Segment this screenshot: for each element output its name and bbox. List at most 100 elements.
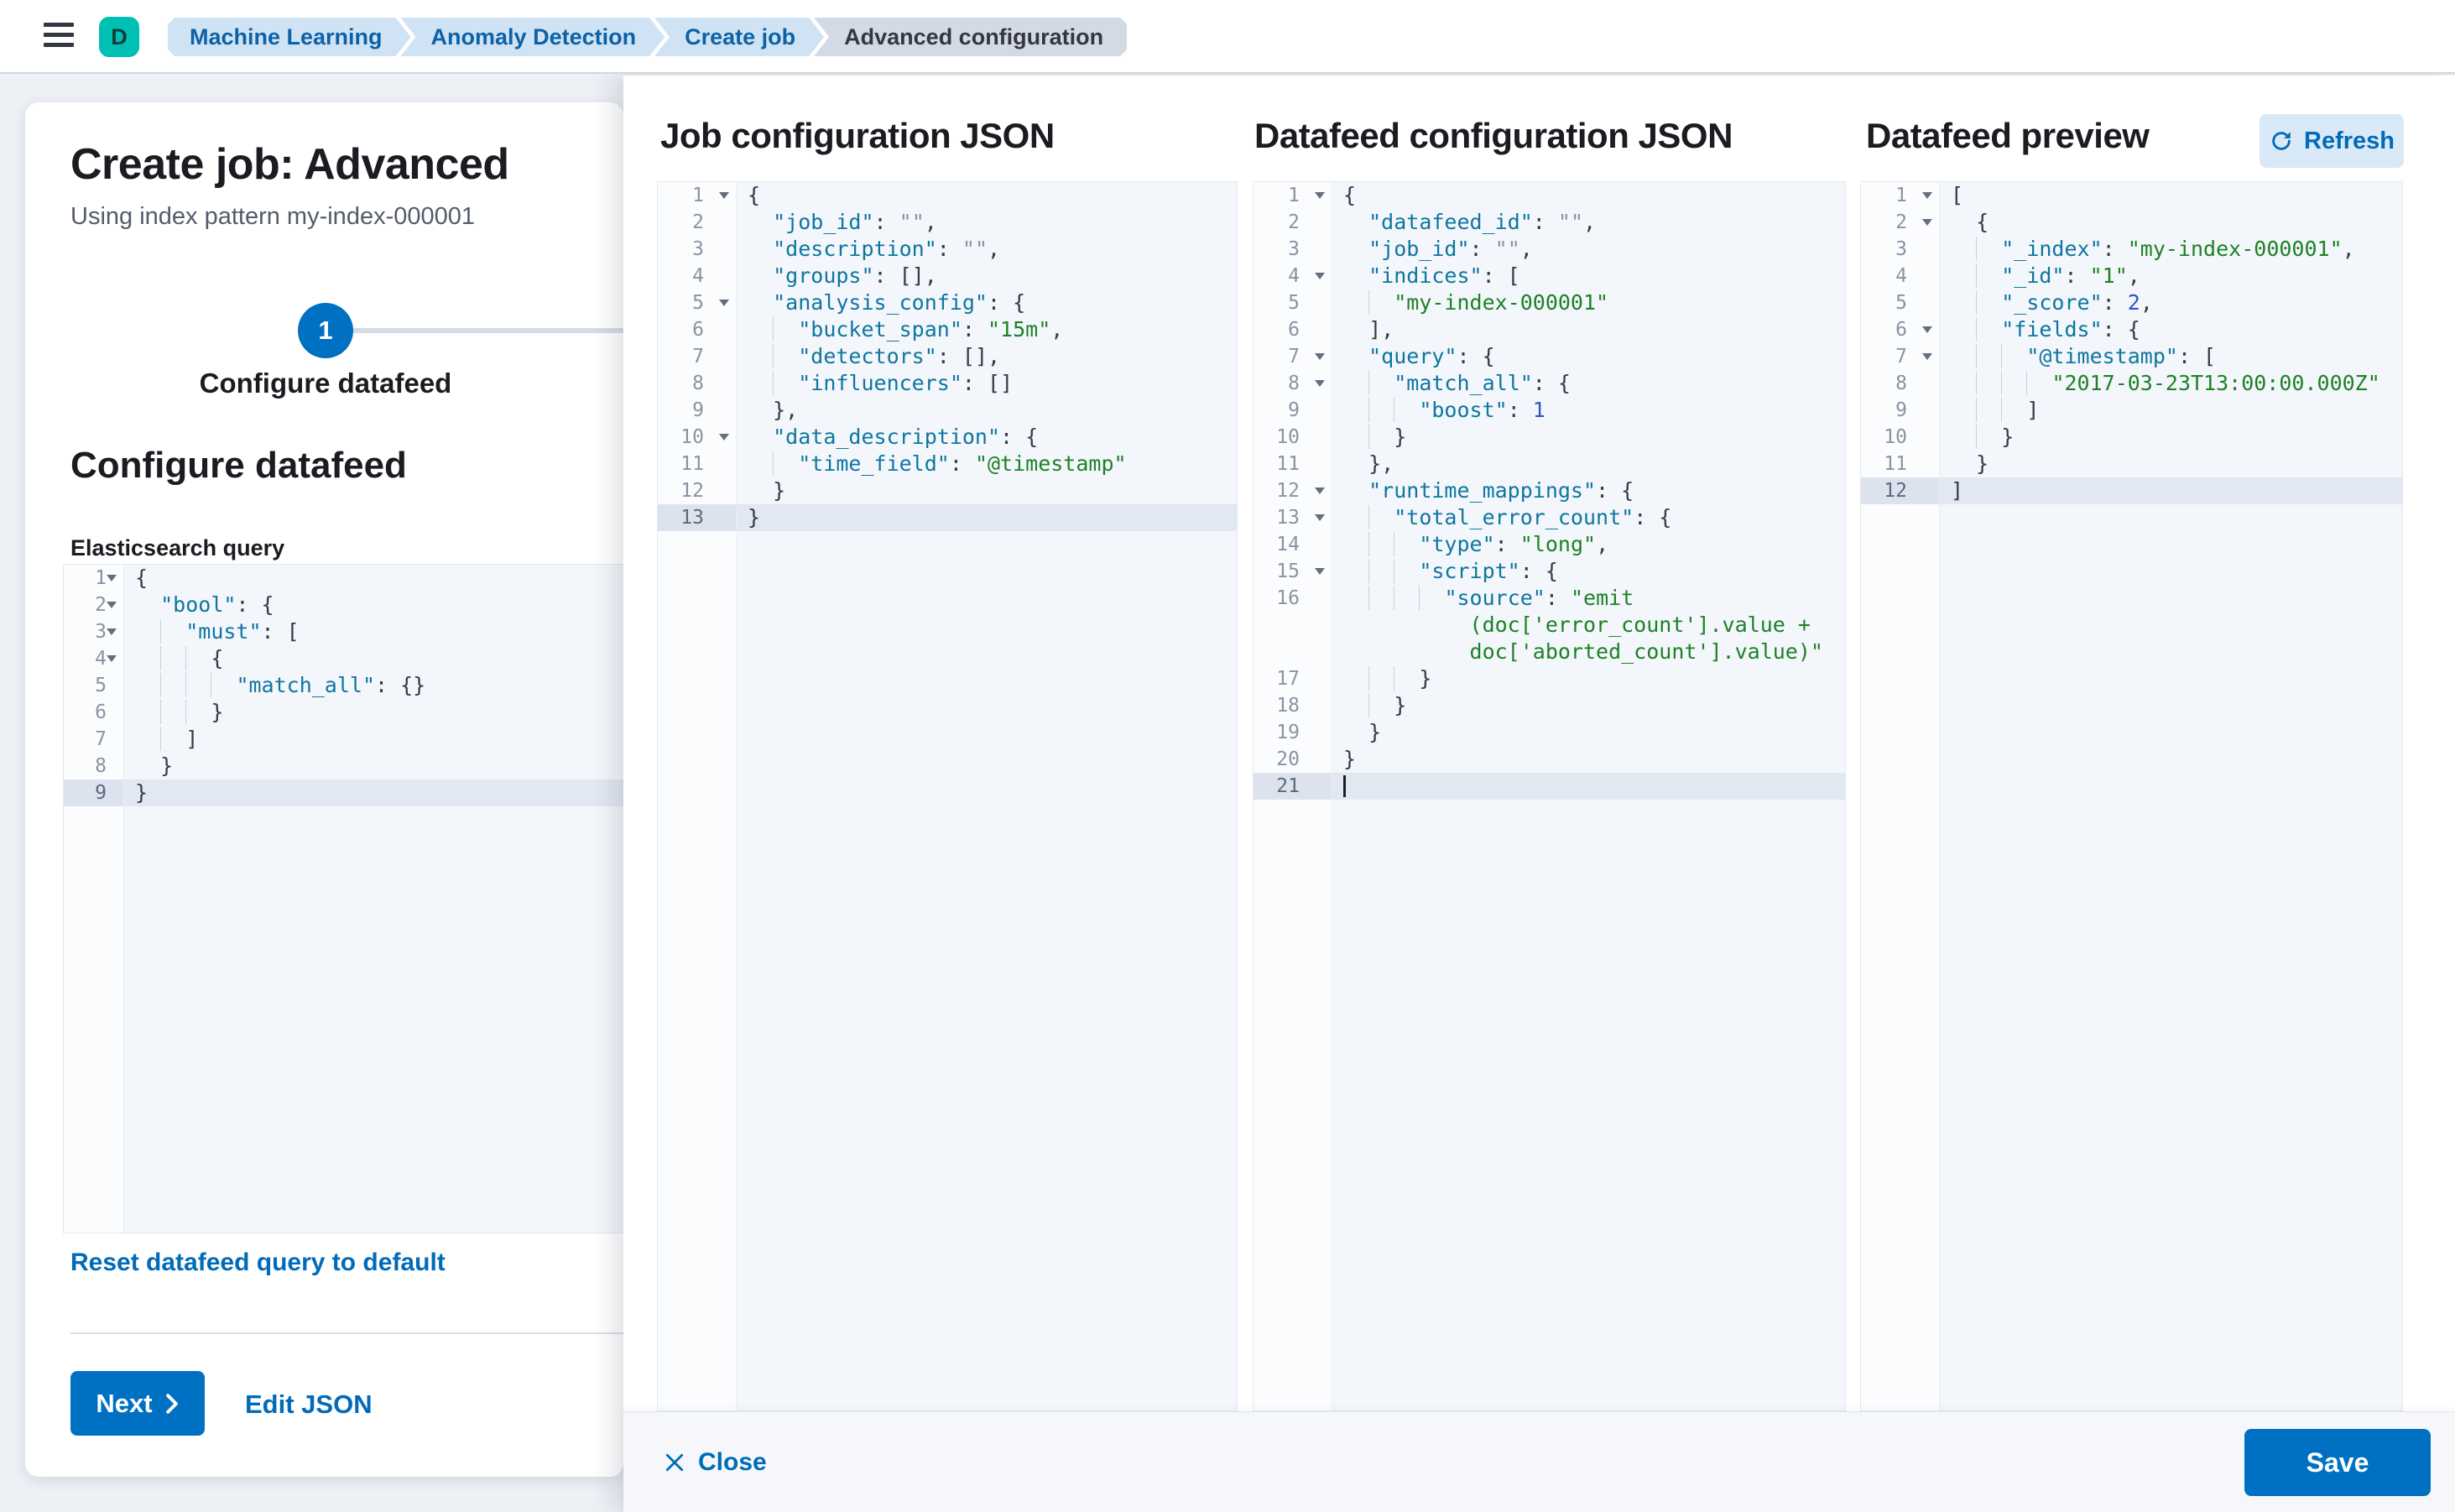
fold-arrow-icon[interactable]: [107, 575, 117, 581]
code-line[interactable]: 9 ]: [1861, 397, 2402, 424]
code-line[interactable]: 5 "match_all": {}: [64, 672, 623, 699]
code-line[interactable]: 13}: [658, 504, 1237, 531]
code-line[interactable]: 5 "_score": 2,: [1861, 289, 2402, 316]
next-button[interactable]: Next: [70, 1371, 205, 1436]
code-line[interactable]: 1{: [64, 565, 623, 592]
code-line[interactable]: 6 "bucket_span": "15m",: [658, 316, 1237, 343]
fold-arrow-icon[interactable]: [1315, 514, 1325, 521]
fold-arrow-icon[interactable]: [107, 602, 117, 608]
fold-arrow-icon[interactable]: [107, 628, 117, 635]
code-line[interactable]: 7 ]: [64, 726, 623, 753]
code-line[interactable]: 2 "bool": {: [64, 592, 623, 618]
fold-arrow-icon[interactable]: [1315, 568, 1325, 575]
breadcrumb-item-anomaly-detection[interactable]: Anomaly Detection: [401, 18, 665, 56]
fold-arrow-icon[interactable]: [1315, 273, 1325, 279]
code-line[interactable]: 10 }: [1861, 424, 2402, 451]
code-line[interactable]: 6 ],: [1254, 316, 1845, 343]
code-line[interactable]: 4 "groups": [],: [658, 263, 1237, 289]
fold-arrow-icon[interactable]: [1922, 326, 1932, 333]
code-line[interactable]: 3 "description": "",: [658, 236, 1237, 263]
code-line[interactable]: 12]: [1861, 477, 2402, 504]
code-line[interactable]: 10 "data_description": {: [658, 424, 1237, 451]
code-line[interactable]: 12 "runtime_mappings": {: [1254, 477, 1845, 504]
fold-arrow-icon[interactable]: [107, 655, 117, 662]
code-line[interactable]: 5 "my-index-000001": [1254, 289, 1845, 316]
breadcrumb-item-machine-learning[interactable]: Machine Learning: [168, 18, 411, 56]
code-line[interactable]: 9}: [64, 779, 623, 806]
elasticsearch-query-label: Elasticsearch query: [70, 535, 285, 560]
fold-arrow-icon[interactable]: [719, 192, 729, 199]
code-line[interactable]: 9 },: [658, 397, 1237, 424]
code-line[interactable]: 21: [1254, 773, 1845, 800]
code-line[interactable]: 9 "boost": 1: [1254, 397, 1845, 424]
job-config-editor[interactable]: 1{2 "job_id": "",3 "description": "",4 "…: [657, 181, 1238, 1411]
fold-arrow-icon[interactable]: [719, 434, 729, 441]
code-line[interactable]: 4 {: [64, 645, 623, 672]
code-line[interactable]: 1{: [658, 182, 1237, 209]
code-line[interactable]: 6 "fields": {: [1861, 316, 2402, 343]
code-line[interactable]: 3 "must": [: [64, 618, 623, 645]
code-line[interactable]: 15 "script": {: [1254, 558, 1845, 585]
code-line[interactable]: 17 }: [1254, 665, 1845, 692]
code-line[interactable]: 2 "job_id": "",: [658, 209, 1237, 236]
editor-empty-area[interactable]: [1254, 800, 1845, 1410]
code-line[interactable]: 1[: [1861, 182, 2402, 209]
hamburger-menu-icon[interactable]: [44, 23, 76, 53]
code-line[interactable]: 13 "total_error_count": {: [1254, 504, 1845, 531]
edit-json-link[interactable]: Edit JSON: [245, 1389, 373, 1419]
editor-empty-area[interactable]: [1861, 504, 2402, 1410]
code-line[interactable]: 3 "_index": "my-index-000001",: [1861, 236, 2402, 263]
editor-empty-area[interactable]: [658, 531, 1237, 1410]
datafeed-config-editor[interactable]: 1{2 "datafeed_id": "",3 "job_id": "",4 "…: [1253, 181, 1846, 1411]
code-line[interactable]: 8 }: [64, 753, 623, 779]
fold-arrow-icon[interactable]: [1315, 380, 1325, 387]
step-1-indicator[interactable]: 1: [298, 303, 353, 358]
line-number: 9: [1861, 397, 1940, 424]
code-line[interactable]: 3 "job_id": "",: [1254, 236, 1845, 263]
code-line[interactable]: 7 "query": {: [1254, 343, 1845, 370]
code-line[interactable]: 7 "@timestamp": [: [1861, 343, 2402, 370]
code-line[interactable]: 1{: [1254, 182, 1845, 209]
save-button[interactable]: Save: [2244, 1429, 2431, 1496]
code-line[interactable]: 2 {: [1861, 209, 2402, 236]
fold-arrow-icon[interactable]: [719, 300, 729, 306]
code-line[interactable]: 7 "detectors": [],: [658, 343, 1237, 370]
avatar[interactable]: D: [99, 17, 139, 57]
close-button[interactable]: Close: [663, 1412, 767, 1512]
code-line[interactable]: 11 }: [1861, 451, 2402, 477]
code-line[interactable]: 10 }: [1254, 424, 1845, 451]
code-line[interactable]: 11 },: [1254, 451, 1845, 477]
code-line[interactable]: 8 "match_all": {: [1254, 370, 1845, 397]
code-line-wrap[interactable]: doc['aborted_count'].value)": [1254, 639, 1845, 665]
refresh-button[interactable]: Refresh: [2260, 114, 2404, 168]
reset-query-link[interactable]: Reset datafeed query to default: [70, 1249, 446, 1276]
code-line-wrap[interactable]: (doc['error_count'].value +: [1254, 612, 1845, 639]
fold-arrow-icon[interactable]: [1922, 192, 1932, 199]
fold-arrow-icon[interactable]: [1315, 192, 1325, 199]
code-line[interactable]: 16 "source": "emit: [1254, 585, 1845, 612]
line-number: 16: [1254, 585, 1332, 612]
fold-arrow-icon[interactable]: [1922, 353, 1932, 360]
code-line[interactable]: 4 "_id": "1",: [1861, 263, 2402, 289]
code-line[interactable]: 20}: [1254, 746, 1845, 773]
datafeed-preview-editor[interactable]: 1[2 {3 "_index": "my-index-000001",4 "_i…: [1860, 181, 2403, 1411]
page-title: Create job: Advanced: [70, 140, 509, 189]
code-line[interactable]: 12 }: [658, 477, 1237, 504]
fold-arrow-icon[interactable]: [1315, 487, 1325, 494]
code-line[interactable]: 6 }: [64, 699, 623, 726]
fold-arrow-icon[interactable]: [1315, 353, 1325, 360]
code-line[interactable]: 8 "2017-03-23T13:00:00.000Z": [1861, 370, 2402, 397]
code-line[interactable]: 2 "datafeed_id": "",: [1254, 209, 1845, 236]
elasticsearch-query-editor[interactable]: 1{2 "bool": {3 "must": [4 {5 "match_all"…: [63, 564, 623, 1233]
code-line[interactable]: 11 "time_field": "@timestamp": [658, 451, 1237, 477]
fold-arrow-icon[interactable]: [1922, 219, 1932, 226]
code-line[interactable]: 14 "type": "long",: [1254, 531, 1845, 558]
line-number: 10: [1254, 424, 1332, 451]
code-line[interactable]: 8 "influencers": []: [658, 370, 1237, 397]
code-line[interactable]: 19 }: [1254, 719, 1845, 746]
code-line[interactable]: 18 }: [1254, 692, 1845, 719]
breadcrumb-item-create-job[interactable]: Create job: [654, 18, 824, 56]
code-line[interactable]: 4 "indices": [: [1254, 263, 1845, 289]
code-line[interactable]: 5 "analysis_config": {: [658, 289, 1237, 316]
editor-empty-area[interactable]: [64, 806, 623, 1233]
